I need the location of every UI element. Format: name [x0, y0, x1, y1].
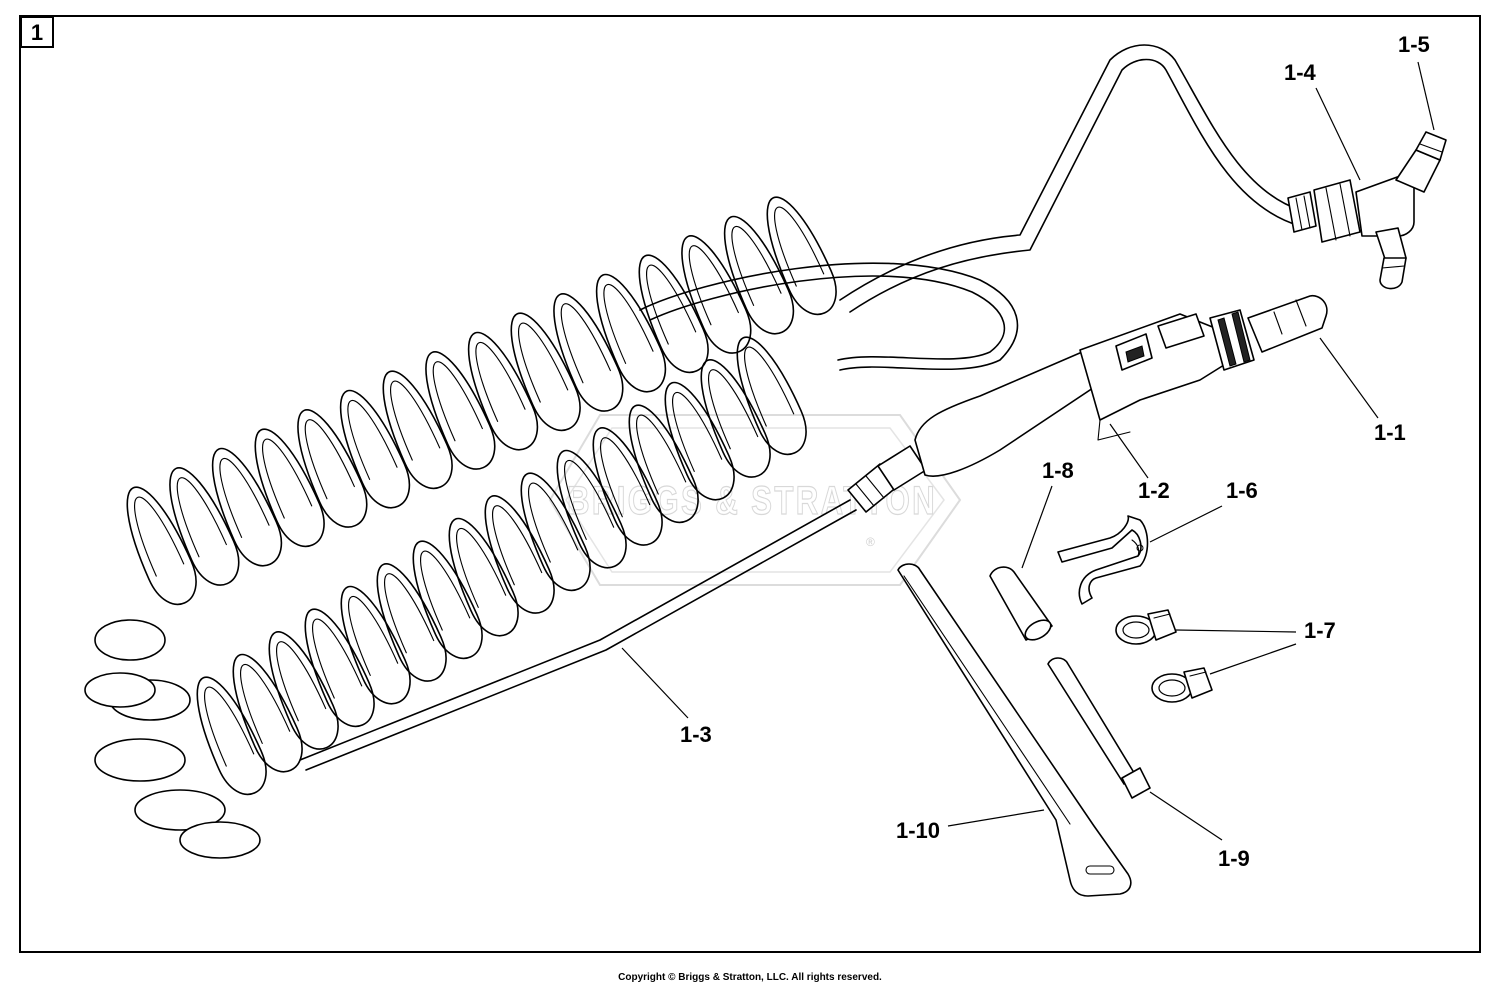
hose-coil-loop	[628, 404, 699, 524]
hose-coil-loop	[304, 608, 375, 728]
hose-coil-loop	[766, 196, 837, 316]
hose-coil-loop-inner	[276, 641, 327, 722]
callout-labels: 1-1 1-2 1-3 1-4 1-5 1-6 1-7 1-8 1-9 1-10	[680, 32, 1430, 871]
hose-coil-loop	[211, 447, 283, 567]
hose-coil-loop	[340, 585, 411, 705]
hose-coil-loop	[412, 540, 483, 660]
leader-lines	[621, 61, 1435, 841]
callout-1-6: 1-6	[1226, 478, 1258, 503]
part-1-7-clamps	[1115, 609, 1213, 703]
hose-coil-loop-inner	[432, 361, 483, 442]
hose-coil-loop	[700, 359, 771, 478]
hose-coil-loop	[169, 467, 240, 586]
hose-coil-loop	[664, 381, 735, 501]
hose-coil-loop-inner	[560, 303, 611, 384]
hose-coil-loop-inner	[312, 618, 363, 699]
hose-coil-loop-inner	[456, 528, 507, 608]
spray-gun	[847, 294, 1328, 513]
hose-coil-loop	[339, 389, 411, 509]
inlet-fitting	[1287, 131, 1447, 290]
hose-coil-loop	[382, 370, 453, 490]
hose-coil-loop-inner	[262, 438, 313, 519]
hose-coil-loop-inner	[219, 458, 270, 538]
hose-coil-loop-inner	[492, 505, 543, 586]
hose-coil-loop	[126, 486, 197, 606]
callout-1-2: 1-2	[1138, 478, 1170, 503]
hose-coil-end-loop	[94, 619, 166, 661]
hose-coil-loop	[510, 312, 581, 432]
callout-1-3: 1-3	[680, 722, 712, 747]
hose-coil-loop-inner	[390, 380, 441, 461]
hose-coil-loop-inner	[304, 419, 355, 500]
hose-coil-loop-inner	[528, 482, 579, 563]
hose-coil-loop	[297, 409, 368, 528]
hose-coil-loop	[254, 428, 325, 548]
hose-coil-end-loop	[179, 821, 261, 859]
hose-coil-loop	[553, 293, 624, 412]
hose-coil-loop-inner	[672, 392, 723, 472]
hose-coil-loop-inner	[600, 437, 651, 518]
callout-1-10: 1-10	[896, 818, 940, 843]
hose-coil-loop-inner	[744, 346, 795, 427]
hose-coil-loop-inner	[688, 245, 739, 326]
hose-coil-loop	[425, 351, 496, 470]
callout-1-5: 1-5	[1398, 32, 1430, 57]
hose-coil-loop-inner	[518, 322, 569, 403]
hose-straight-sections	[299, 44, 1301, 771]
hose-coil-loop-inner	[348, 596, 399, 676]
watermark-registered: ®	[866, 535, 875, 549]
hose-coil-end-loop	[134, 789, 226, 831]
hose-coil-loop-inner	[134, 496, 185, 577]
hose-coil-loop	[681, 235, 752, 354]
hose-coil-loop-inner	[636, 414, 687, 495]
hose-coil-loop	[268, 631, 339, 750]
hose-coil-loop	[556, 449, 627, 569]
hose-coil-loop	[592, 427, 663, 546]
figure-number-box: 1	[20, 16, 54, 48]
hose-coil-loop-inner	[708, 369, 759, 450]
hose-coil-end-loop	[94, 738, 186, 782]
hose-coil-loop	[196, 676, 267, 796]
callout-1-7: 1-7	[1304, 618, 1336, 643]
hose-coil-loop-inner	[774, 206, 825, 287]
hose-coil-loop-inner	[204, 686, 255, 767]
callout-1-4: 1-4	[1284, 60, 1317, 85]
callout-1-8: 1-8	[1042, 458, 1074, 483]
hose-coil-loop-inner	[176, 477, 227, 558]
hose-coil-loop	[376, 563, 447, 682]
hose-coil-loop-inner	[564, 460, 615, 540]
hose-coil-loop	[448, 517, 519, 637]
part-1-6-clip	[1057, 515, 1149, 605]
hose-coil-loop	[232, 653, 303, 773]
part-1-10-strap	[897, 563, 1132, 897]
hose-coil-loop	[638, 254, 709, 374]
callout-1-9: 1-9	[1218, 846, 1250, 871]
hose-coil-loop-inner	[240, 664, 291, 744]
part-1-9-rod	[1047, 657, 1151, 799]
callout-1-1: 1-1	[1374, 420, 1406, 445]
hose-coil-loop	[484, 495, 555, 614]
hose-coil-loop-inner	[420, 550, 471, 631]
hose-coil-end-loop	[84, 672, 156, 708]
hose-coil-loop	[595, 273, 667, 393]
coiled-hose	[84, 196, 837, 859]
hose-coil-loop-inner	[603, 284, 654, 364]
copyright-notice: Copyright © Briggs & Stratton, LLC. All …	[618, 972, 882, 983]
hose-coil-loop	[520, 472, 591, 592]
hose-coil-loop	[736, 336, 807, 456]
hose-coil-loop-inner	[646, 264, 697, 345]
hose-coil-loop-inner	[475, 342, 526, 422]
hose-coil-loop-inner	[384, 573, 435, 654]
hose-coil-loop	[467, 331, 539, 451]
part-1-8-sleeve	[989, 566, 1053, 641]
figure-number: 1	[31, 20, 43, 45]
hose-coil-loop	[723, 215, 795, 335]
hose-coil-loop-inner	[347, 400, 398, 480]
hose-coil-loop-inner	[731, 226, 782, 306]
